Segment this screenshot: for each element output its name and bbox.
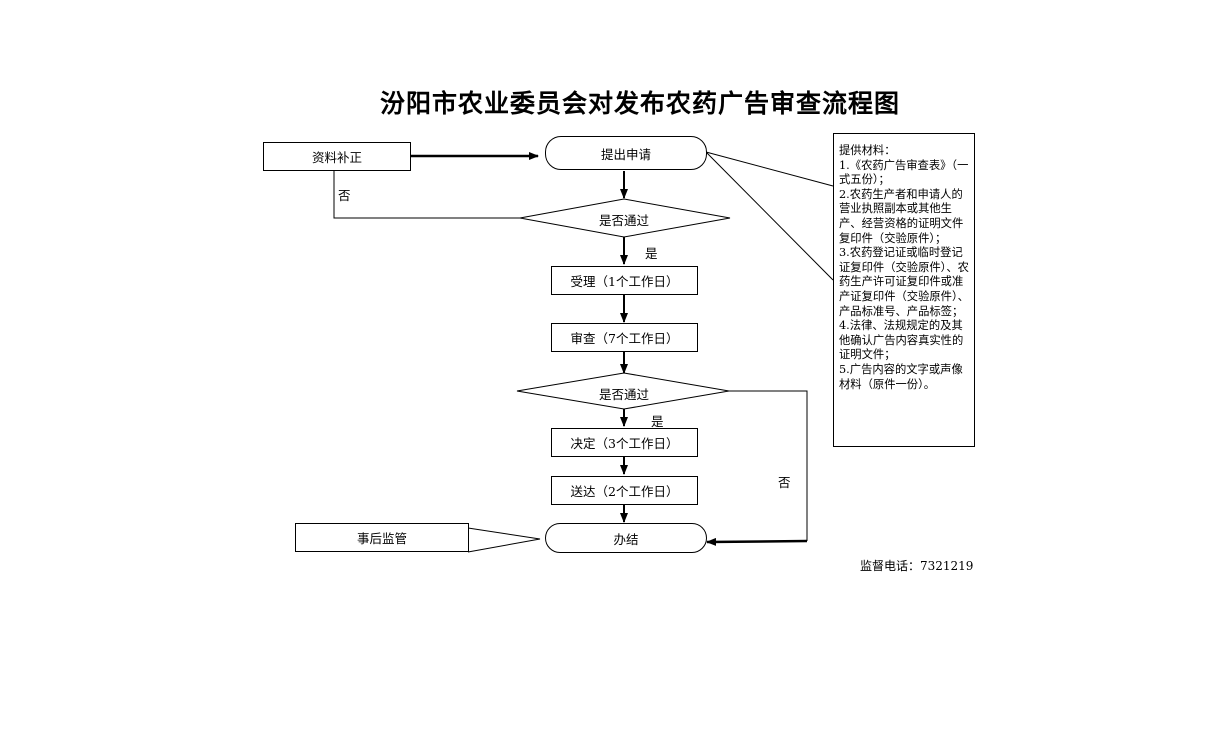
materials-item-2: 2.农药生产者和申请人的营业执照副本或其他生产、经营资格的证明文件复印件（交验原…: [839, 187, 964, 245]
node-review: 审查（7个工作日）: [551, 323, 698, 352]
decision-1-label: 是否通过: [598, 213, 649, 228]
materials-note: 提供材料： 1.《农药广告审查表》（一式五份）； 2.农药生产者和申请人的营业执…: [833, 133, 975, 447]
label-no-1: 否: [338, 188, 351, 203]
arrow-check2-no-to-finish: [729, 390, 808, 541]
materials-item-1: 1.《农药广告审查表》（一式五份）；: [839, 158, 969, 187]
supervision-phone: 监督电话：7321219: [860, 559, 974, 573]
decision-diamond-1: [519, 198, 731, 238]
materials-item-4: 4.法律、法规规定的及其他确认广告内容真实性的证明文件；: [839, 319, 964, 362]
node-decide: 决定（3个工作日）: [551, 428, 698, 457]
callout-line-top: [705, 151, 834, 187]
label-yes-1: 是: [645, 246, 658, 261]
node-accept: 受理（1个工作日）: [551, 266, 698, 295]
node-supplement: 资料补正: [263, 142, 411, 171]
arrow-check1-no-to-supplement: [333, 171, 520, 219]
materials-heading: 提供材料：: [839, 144, 896, 157]
callout-supervise: [467, 527, 541, 553]
decision-2-label: 是否通过: [598, 387, 649, 402]
label-no-2: 否: [778, 475, 791, 490]
node-supervise: 事后监管: [295, 523, 469, 552]
callout-line-bottom: [705, 151, 834, 281]
page-title: 汾阳市农业委员会对发布农药广告审查流程图: [379, 89, 900, 118]
materials-item-5: 5.广告内容的文字或声像材料（原件一份）。: [839, 362, 963, 391]
arrow-check2-no-to-finish-end: [706, 537, 808, 546]
node-apply: 提出申请: [545, 136, 707, 170]
label-yes-2: 是: [651, 414, 664, 429]
node-finish: 办结: [545, 523, 707, 553]
materials-item-3: 3.农药登记证或临时登记证复印件（交验原件）、农药生产许可证复印件或准产证复印件…: [839, 246, 969, 318]
node-deliver: 送达（2个工作日）: [551, 476, 698, 505]
